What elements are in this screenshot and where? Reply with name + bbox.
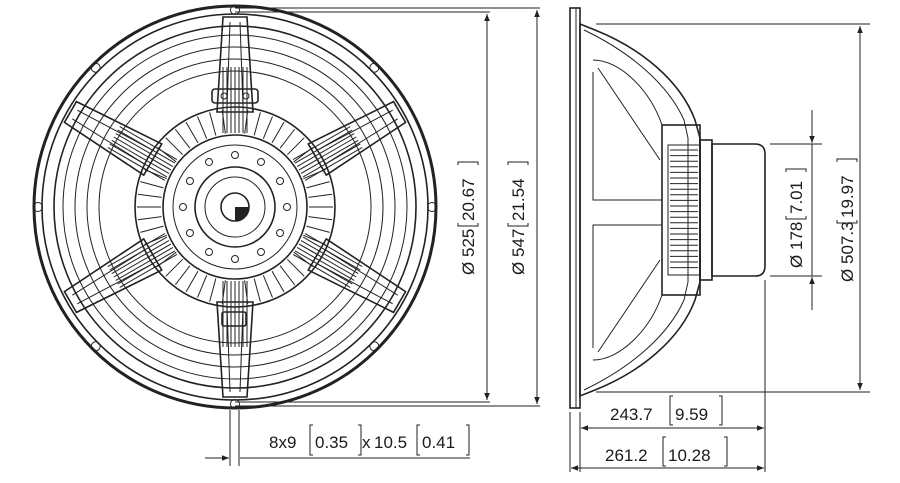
magnet-bolt [257,157,265,166]
magnet-bolt [231,255,239,263]
top-plate [699,139,713,281]
surround-ring-inner [62,34,408,380]
bottom-tab [221,311,247,327]
mounting-hole [369,341,380,352]
spider-ring [134,106,336,308]
bracket-547 [507,161,529,227]
hole-size-in: 0.35 [315,433,348,452]
hole-x: x [362,433,371,452]
phi-507: Ø [838,269,857,282]
hole-slot-in: 0.41 [422,433,455,452]
basket-profile [579,22,701,398]
dim-243-in: 9.59 [675,405,708,424]
mounting-hole [33,202,43,212]
front-dimensions: Ø 525 20.67 Ø 547 21.54 8x9 0.35 x 10.5 … [205,7,540,466]
dim-507-in: 19.97 [838,175,857,218]
basket-spoke [216,281,254,398]
basket-spoke [63,233,178,314]
pole-piece [194,166,276,248]
dim-547-mm: 547 [509,229,528,257]
bracket-261 [662,436,728,467]
mounting-hole [369,62,380,73]
bracket-178 [785,168,807,220]
bracket-243 [669,395,723,426]
dim-261-in: 10.28 [668,446,711,465]
dim-178-mm: 178 [787,222,806,250]
side-magnet-fins [670,149,698,269]
mounting-holes [33,5,437,409]
dim-261-mm: 261.2 [605,446,648,465]
magnet-bolts [179,151,291,263]
side-view [569,7,766,409]
magnet-fins [137,109,333,305]
magnet-body [711,143,766,277]
dim-525-mm: 525 [459,229,478,257]
magnet-bolt [283,203,291,211]
mounting-hole [230,399,240,409]
dim-547-in: 21.54 [509,178,528,221]
pole-vent-mark [235,207,249,221]
phi-547: Ø [509,262,528,275]
magnet-bolt [179,203,187,211]
basket-spoke [63,100,178,181]
terminal-block [211,88,259,104]
mounting-hole [230,5,240,15]
pole-vent-ring [204,176,266,238]
magnet-plate-inner [172,144,298,270]
dim-525-in: 20.67 [459,178,478,221]
magnet-plate [162,134,308,280]
dim-178-in: 7.01 [787,181,806,214]
magnet-bolt [185,177,194,185]
basket-spoke [292,100,407,181]
magnet-bolt [205,248,213,257]
bracket-507 [836,158,858,224]
mounting-hole [90,62,101,73]
bracket-525 [457,161,479,227]
surround-ring [53,25,417,389]
hole-count-size: 8x9 [269,433,296,452]
phi-525: Ø [459,262,478,275]
bracket-hole-in [309,424,362,456]
magnet-bolt [205,157,213,166]
magnet-bolt [185,229,194,237]
magnet-bolt [276,229,285,237]
frame-flange [569,7,581,409]
mounting-hole [427,202,437,212]
dim-243-mm: 243.7 [610,405,653,424]
magnet-bolt [257,248,265,257]
basket-spoke [292,233,407,314]
phi-178: Ø [787,255,806,268]
magnet-bolt [276,177,285,185]
dim-507-mm: 507.3 [838,221,857,264]
hole-slot-mm: 10.5 [374,433,407,452]
side-dimensions: Ø 507.3 19.97 Ø 178 7.01 243.7 9.59 261.… [569,23,870,472]
basket-spokes [63,16,407,398]
front-view [32,4,438,410]
mounting-hole [90,341,101,352]
magnet-bolt [231,151,239,159]
basket-inner-profile [583,29,689,391]
bracket-slot-in [416,424,470,456]
